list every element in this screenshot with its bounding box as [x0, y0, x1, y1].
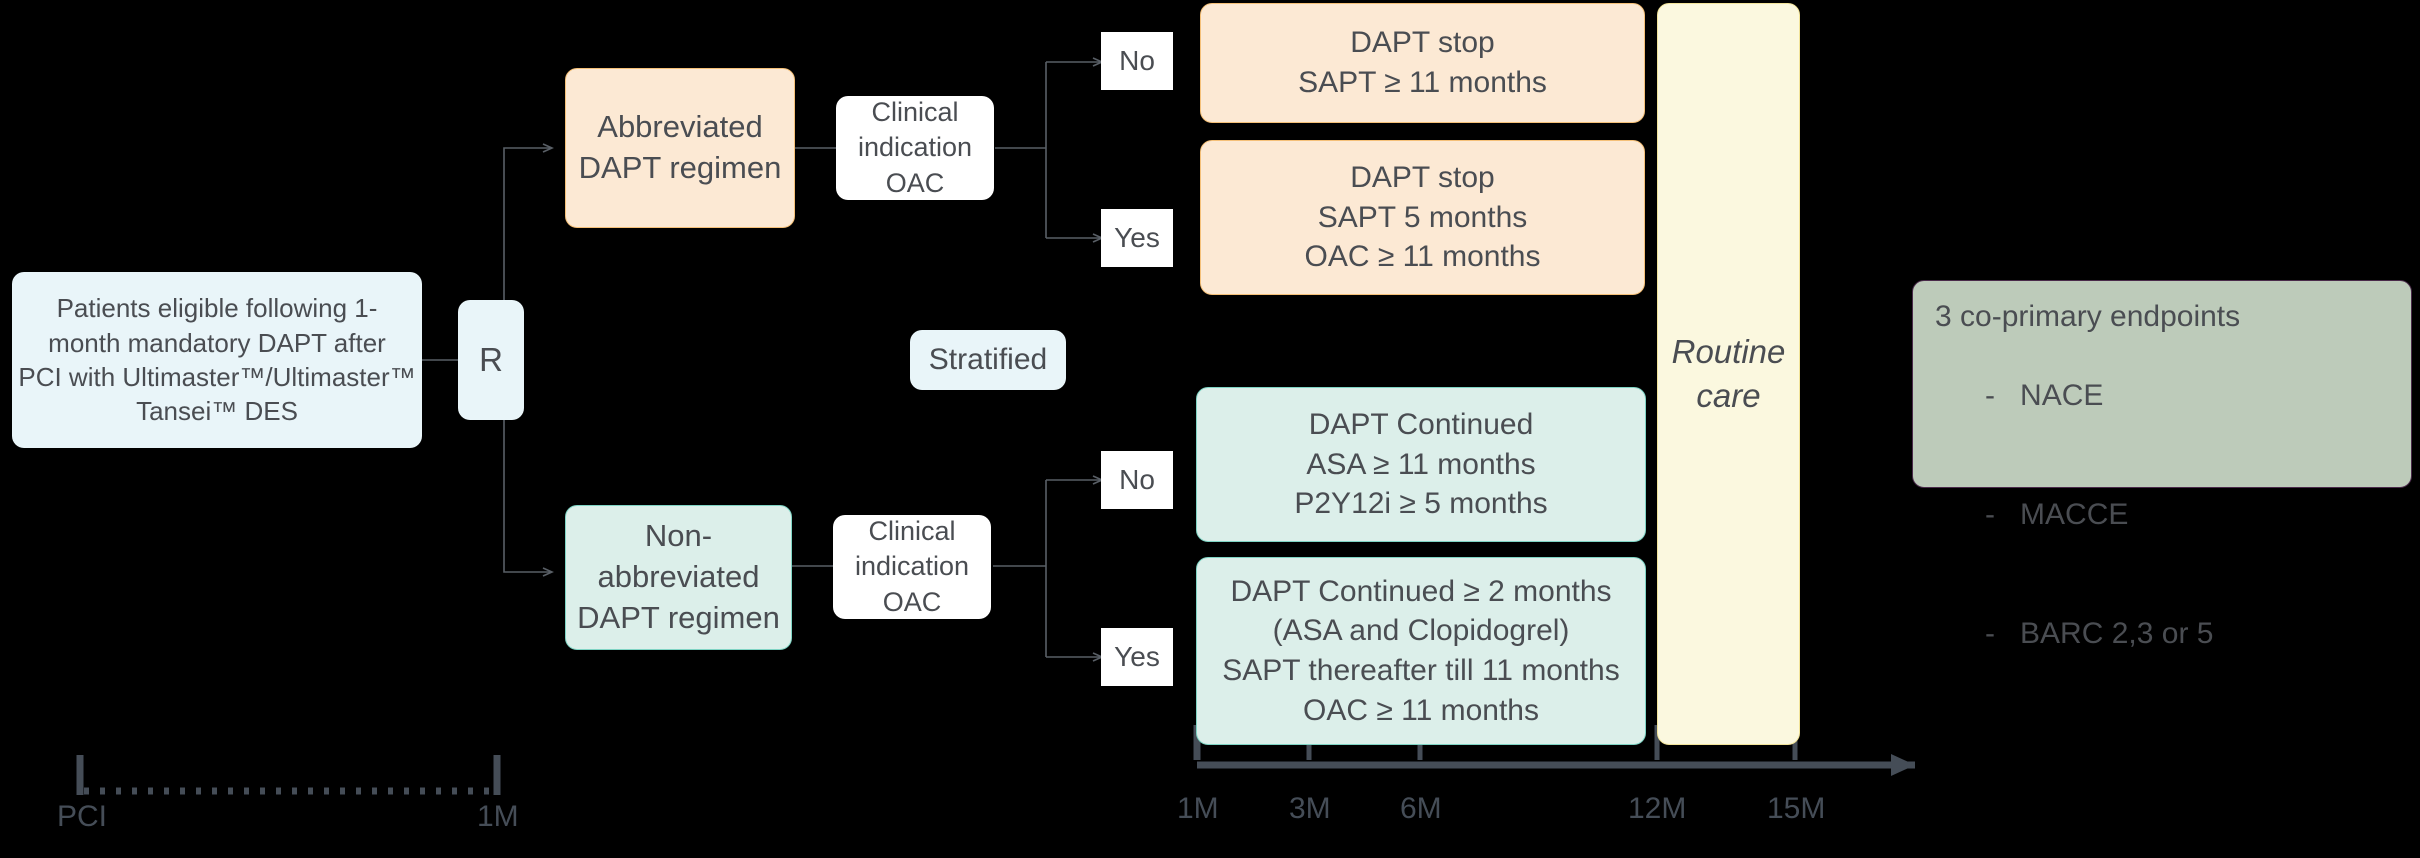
outcome-arm1-yes: DAPT stop SAPT 5 months OAC ≥ 11 months	[1200, 140, 1645, 295]
outcome-arm2-no-line-2: ASA ≥ 11 months	[1306, 447, 1536, 481]
decision2-line-3: OAC	[882, 586, 942, 617]
decision1-line-1: Clinical	[871, 96, 959, 127]
outcome-arm2-no-line-3: P2Y12i ≥ 5 months	[1294, 487, 1548, 521]
endpoint-bullet-1: -	[1985, 379, 1996, 413]
decision1-line-3: OAC	[885, 167, 945, 198]
arm-abbreviated-box: Abbreviated DAPT regimen	[565, 68, 795, 228]
arm-non-abbreviated-line-2: abbreviated	[597, 559, 760, 595]
endpoint-item-barc: - BARC 2,3 or 5	[1935, 574, 2213, 693]
decision2-line-1: Clinical	[868, 515, 956, 546]
endpoint-item-macce: - MACCE	[1935, 455, 2128, 574]
arm-non-abbreviated-line-3: DAPT regimen	[577, 599, 780, 635]
outcome-arm1-no-line-1: DAPT stop	[1350, 26, 1495, 60]
arm-abbreviated-line-2: DAPT regimen	[578, 150, 782, 185]
branch-arm2-no-text: No	[1119, 463, 1155, 495]
outcome-arm2-yes-line-3: SAPT thereafter till 11 months	[1222, 654, 1620, 687]
outcome-arm2-no-line-1: DAPT Continued	[1308, 408, 1534, 442]
endpoint-bullet-3: -	[1985, 616, 1996, 650]
timeline-right-label-15m: 15M	[1767, 792, 1826, 825]
randomization-node: R	[458, 300, 524, 420]
decision-abbreviated-oac: Clinical indication OAC	[836, 96, 994, 200]
branch-arm1-yes-text: Yes	[1114, 221, 1160, 253]
decision-non-abbreviated-oac: Clinical indication OAC	[833, 515, 991, 619]
endpoint-label-1: NACE	[2020, 379, 2104, 413]
endpoint-label-3: BARC 2,3 or 5	[2020, 616, 2214, 650]
outcome-arm1-yes-line-1: DAPT stop	[1350, 161, 1495, 195]
branch-label-arm1-no: No	[1101, 32, 1173, 90]
decision2-line-2: indication	[854, 551, 970, 582]
outcome-arm1-yes-line-2: SAPT 5 months	[1317, 200, 1528, 234]
branch-arm2-yes-text: Yes	[1114, 640, 1160, 672]
branch-label-arm2-no: No	[1101, 451, 1173, 509]
outcome-arm2-yes-line-1: DAPT Continued ≥ 2 months	[1230, 574, 1612, 608]
branch-arm1-no-text: No	[1119, 44, 1155, 76]
randomization-label: R	[479, 341, 503, 379]
timeline-right-label-12m: 12M	[1628, 792, 1687, 825]
entry-line-4: Tansei™ DES	[136, 396, 298, 427]
endpoint-item-nace: - NACE	[1935, 337, 2103, 456]
routine-care-column: Routine care	[1657, 3, 1800, 745]
arm-abbreviated-line-1: Abbreviated	[597, 109, 763, 145]
outcome-arm2-no: DAPT Continued ASA ≥ 11 months P2Y12i ≥ …	[1196, 387, 1646, 542]
timeline-left-label-pci: PCI	[57, 800, 108, 833]
timeline-right-label-1m: 1M	[1177, 792, 1219, 825]
entry-line-1: Patients eligible following 1-	[56, 293, 378, 324]
arm-non-abbreviated-box: Non- abbreviated DAPT regimen	[565, 505, 792, 650]
endpoint-label-2: MACCE	[2020, 497, 2129, 531]
endpoints-box: 3 co-primary endpoints - NACE - MACCE - …	[1912, 280, 2412, 650]
routine-care-line-2: care	[1696, 377, 1761, 414]
outcome-arm1-no-line-2: SAPT ≥ 11 months	[1298, 66, 1547, 99]
timeline-right-label-6m: 6M	[1400, 792, 1442, 825]
entry-line-2: month mandatory DAPT after	[48, 327, 386, 358]
timeline-right-label-3m: 3M	[1289, 792, 1331, 825]
outcome-arm1-no: DAPT stop SAPT ≥ 11 months	[1200, 3, 1645, 123]
entry-box: Patients eligible following 1- month man…	[12, 272, 422, 448]
routine-care-line-1: Routine	[1671, 333, 1786, 371]
arm-non-abbreviated-line-1: Non-	[644, 518, 713, 554]
stratified-node: Stratified	[910, 330, 1066, 390]
outcome-arm2-yes-line-2: (ASA and Clopidogrel)	[1272, 614, 1570, 648]
connector-r-to-arm1	[503, 143, 554, 300]
outcome-arm2-yes: DAPT Continued ≥ 2 months (ASA and Clopi…	[1196, 557, 1646, 745]
endpoint-bullet-2: -	[1985, 497, 1996, 531]
timeline-left-label-1m: 1M	[477, 800, 519, 833]
endpoints-heading: 3 co-primary endpoints	[1935, 300, 2241, 333]
outcome-arm2-yes-line-4: OAC ≥ 11 months	[1302, 693, 1539, 727]
connector-r-to-arm2	[503, 420, 554, 577]
entry-line-3: PCI with Ultimaster™/Ultimaster™	[18, 362, 416, 392]
decision1-line-2: indication	[857, 132, 973, 163]
branch-label-arm1-yes: Yes	[1101, 209, 1173, 267]
outcome-arm1-yes-line-3: OAC ≥ 11 months	[1304, 240, 1541, 274]
stratified-label: Stratified	[928, 343, 1048, 377]
branch-label-arm2-yes: Yes	[1101, 628, 1173, 686]
